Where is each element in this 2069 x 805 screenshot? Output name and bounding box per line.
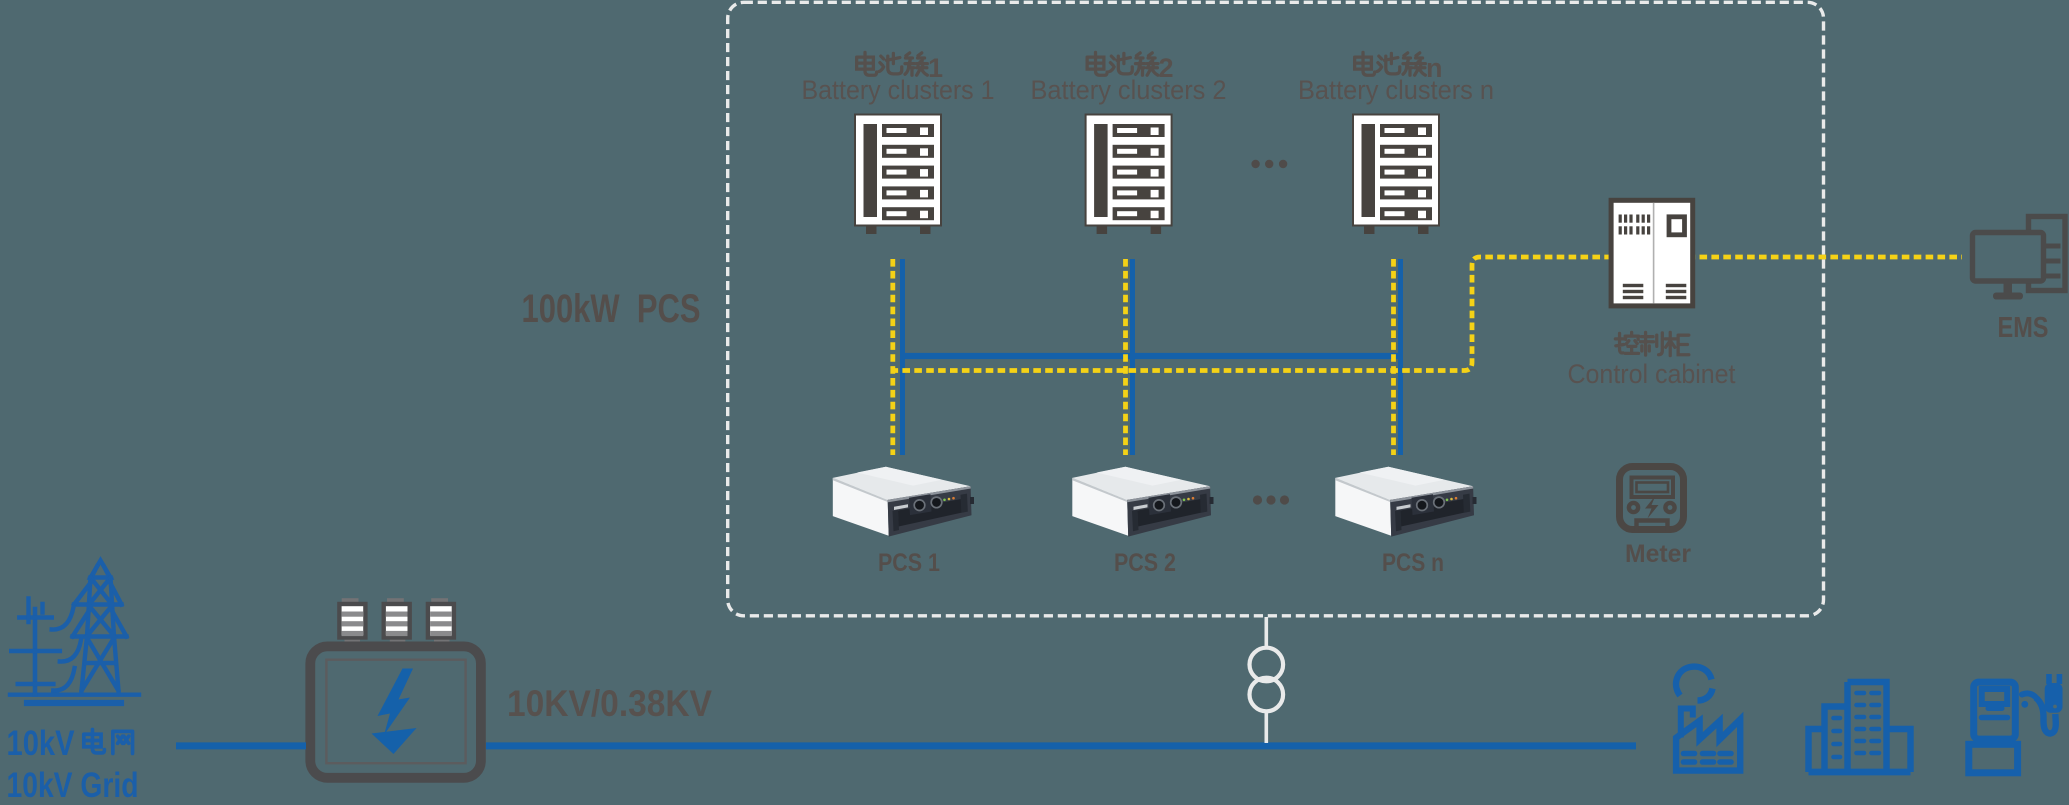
- svg-text:10KV/0.38KV: 10KV/0.38KV: [507, 683, 712, 724]
- svg-text:PCS n: PCS n: [1382, 549, 1444, 577]
- svg-text:PCS 2: PCS 2: [1114, 549, 1176, 577]
- svg-text:100kW PCS: 100kW PCS: [522, 287, 701, 331]
- svg-text:Battery clusters 1: Battery clusters 1: [802, 75, 995, 105]
- svg-text:2: 2: [1159, 53, 1174, 83]
- svg-text:PCS 1: PCS 1: [878, 549, 940, 577]
- svg-text:Control cabinet: Control cabinet: [1568, 359, 1736, 389]
- svg-text:1: 1: [928, 53, 943, 83]
- svg-text:Meter: Meter: [1625, 540, 1691, 568]
- svg-text:Battery clusters n: Battery clusters n: [1298, 75, 1494, 105]
- svg-text:Battery clusters 2: Battery clusters 2: [1031, 75, 1227, 105]
- svg-text:EMS: EMS: [1998, 312, 2049, 344]
- svg-text:10kV: 10kV: [7, 724, 76, 763]
- svg-text:n: n: [1426, 53, 1443, 83]
- svg-text:10kV Grid: 10kV Grid: [7, 766, 139, 805]
